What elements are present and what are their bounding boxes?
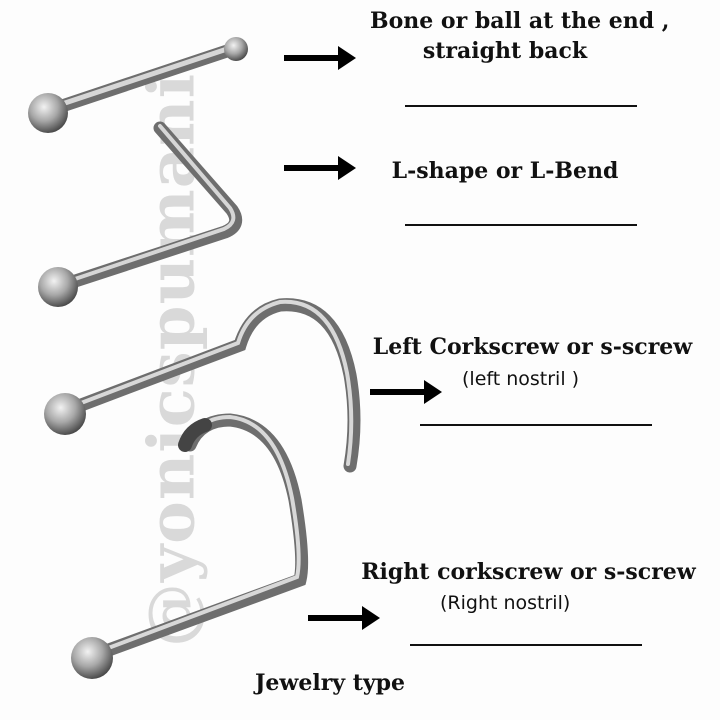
item-title-line1: Bone or ball at the end , <box>370 8 670 34</box>
answer-line <box>410 644 642 646</box>
item-title-left-corkscrew: Left Corkscrew or s-screw <box>372 334 693 360</box>
footer-label: Jewelry type <box>255 670 406 696</box>
answer-line <box>405 224 637 226</box>
l-bend-stud <box>38 121 243 307</box>
item-subtitle-right-nostril: (Right nostril) <box>440 592 571 614</box>
item-title-straight: Bone or ball at the end , straight back <box>370 6 670 66</box>
straight-bone-stud <box>28 37 248 133</box>
item-title-l-bend: L-shape or L-Bend <box>391 158 619 184</box>
left-corkscrew-stud <box>44 298 361 473</box>
item-subtitle-left-nostril: (left nostril ) <box>462 368 580 390</box>
arrow-icon <box>370 380 442 404</box>
item-title-right-corkscrew: Right corkscrew or s-screw <box>361 559 696 585</box>
arrow-icon <box>308 606 380 630</box>
arrow-icon <box>284 46 356 70</box>
right-corkscrew-stud <box>71 413 309 679</box>
answer-line <box>420 424 652 426</box>
item-title-line2: straight back <box>422 38 588 64</box>
answer-line <box>405 105 637 107</box>
arrow-icon <box>284 156 356 180</box>
